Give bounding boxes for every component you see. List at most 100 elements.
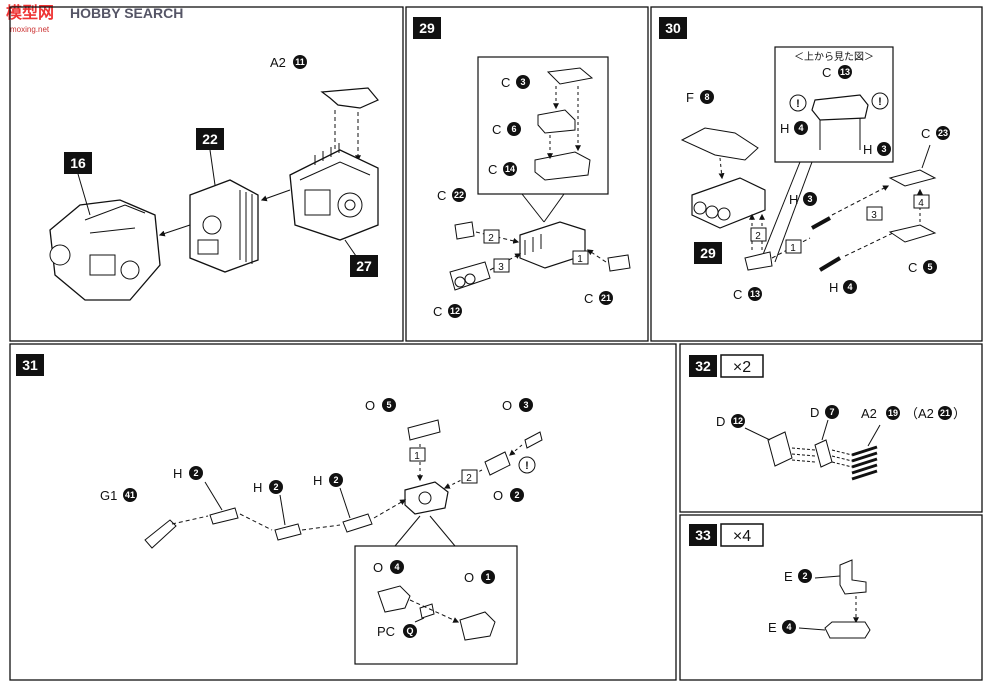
svg-text:H: H xyxy=(829,280,838,295)
svg-text:3: 3 xyxy=(871,210,877,221)
svg-text:H: H xyxy=(173,466,182,481)
svg-text:22: 22 xyxy=(454,190,464,200)
svg-text:A2: A2 xyxy=(861,406,877,421)
svg-text:C: C xyxy=(733,287,742,302)
part-27-block xyxy=(289,143,379,241)
svg-text:O: O xyxy=(502,398,512,413)
svg-text:8: 8 xyxy=(704,92,709,102)
svg-text:D: D xyxy=(810,405,819,420)
svg-text:H: H xyxy=(863,142,872,157)
svg-text:!: ! xyxy=(525,460,529,472)
part-22-badge xyxy=(196,128,224,150)
part-16-label: 16 xyxy=(70,155,86,171)
label-h2-b: H 2 xyxy=(253,480,283,495)
svg-text:2: 2 xyxy=(466,473,472,484)
svg-text:21: 21 xyxy=(940,408,950,418)
step28-assembly: A2 11 27 22 xyxy=(49,55,379,301)
part-o2 xyxy=(484,451,511,476)
label-c14: C 14 xyxy=(488,162,517,177)
step33-assembly: E 2 E 4 xyxy=(768,559,871,639)
part-c23 xyxy=(888,169,937,187)
svg-text:41: 41 xyxy=(125,490,135,500)
label-h4: H 4 xyxy=(829,280,857,295)
label-c12: C 12 xyxy=(433,304,462,319)
svg-text:30: 30 xyxy=(665,20,681,36)
svg-text:1: 1 xyxy=(577,254,583,265)
label-e2: E 2 xyxy=(784,569,812,584)
a2-label: A2 xyxy=(270,55,286,70)
svg-text:2: 2 xyxy=(802,571,807,581)
svg-text:4: 4 xyxy=(918,198,924,209)
watermark-cn: 模型网 xyxy=(6,3,54,22)
part-f8 xyxy=(680,127,759,161)
part-e4 xyxy=(824,621,871,639)
svg-text:C: C xyxy=(822,65,831,80)
svg-text:2: 2 xyxy=(193,468,198,478)
svg-text:H: H xyxy=(789,192,798,207)
step-31-badge: 31 xyxy=(16,354,44,376)
part-h2-a xyxy=(209,507,239,525)
label-c13-bottom: C 13 xyxy=(733,287,762,302)
part-o3 xyxy=(524,431,543,449)
svg-text:PC: PC xyxy=(377,624,395,639)
svg-text:31: 31 xyxy=(22,357,38,373)
label-pc-q: PC Q xyxy=(377,624,417,639)
top-view-caption: ＜上から見た図＞ xyxy=(794,51,874,63)
step29-assembly: C 3 C 6 C 14 C 22 2 xyxy=(433,56,631,319)
svg-text:H: H xyxy=(313,473,322,488)
part-22-block xyxy=(189,179,259,273)
part-c21 xyxy=(607,254,631,272)
part-h2-c xyxy=(342,513,373,533)
part-d7 xyxy=(814,439,833,468)
svg-text:1: 1 xyxy=(790,243,796,254)
panel-step29 xyxy=(405,6,649,342)
step31-callout-box xyxy=(354,545,518,665)
svg-text:2: 2 xyxy=(273,482,278,492)
label-c22: C 22 xyxy=(437,188,466,203)
part-a2-19-stack xyxy=(851,445,878,481)
svg-text:2: 2 xyxy=(333,475,338,485)
svg-text:29: 29 xyxy=(419,20,435,36)
svg-text:C: C xyxy=(433,304,442,319)
label-o1: O 1 xyxy=(464,570,495,585)
svg-text:E: E xyxy=(768,620,777,635)
svg-text:H: H xyxy=(253,480,262,495)
svg-text:H: H xyxy=(780,121,789,136)
svg-text:5: 5 xyxy=(927,262,932,272)
step29-callout-box xyxy=(477,56,609,195)
label-o4: O 4 xyxy=(373,560,404,575)
svg-text:21: 21 xyxy=(601,293,611,303)
label-d12: D 12 xyxy=(716,414,745,429)
svg-text:19: 19 xyxy=(888,408,898,418)
step-29-badge: 29 xyxy=(413,17,441,39)
part-d12 xyxy=(767,431,793,467)
part-16-block xyxy=(49,199,161,301)
svg-text:!: ! xyxy=(878,96,882,108)
svg-text:E: E xyxy=(784,569,793,584)
label-c13-top: C 13 xyxy=(822,65,852,80)
part-22-label: 22 xyxy=(202,131,218,147)
part-27-badge xyxy=(350,255,378,277)
svg-text:4: 4 xyxy=(394,562,399,572)
label-h2-a: H 2 xyxy=(173,466,203,481)
svg-text:2: 2 xyxy=(755,231,761,242)
watermark-en: HOBBY SEARCH xyxy=(70,5,183,21)
svg-text:C: C xyxy=(921,126,930,141)
svg-text:D: D xyxy=(716,414,725,429)
svg-text:1: 1 xyxy=(414,451,420,462)
label-c6: C 6 xyxy=(492,122,521,137)
svg-text:F: F xyxy=(686,90,694,105)
label-g1-41: G1 41 xyxy=(100,488,137,503)
svg-text:2: 2 xyxy=(488,233,494,244)
part-e2 xyxy=(839,559,867,595)
label-o5: O 5 xyxy=(365,398,396,413)
part-c3 xyxy=(546,67,594,85)
label-a2-19: A2 19 （A2 21 ） xyxy=(861,406,966,421)
svg-text:C: C xyxy=(501,75,510,90)
a2-number: 11 xyxy=(295,57,305,67)
svg-text:1: 1 xyxy=(485,572,490,582)
label-o2: O 2 xyxy=(493,488,524,503)
part-a2-plate xyxy=(320,87,379,109)
step-32-badge: 32 ×2 xyxy=(689,354,764,378)
